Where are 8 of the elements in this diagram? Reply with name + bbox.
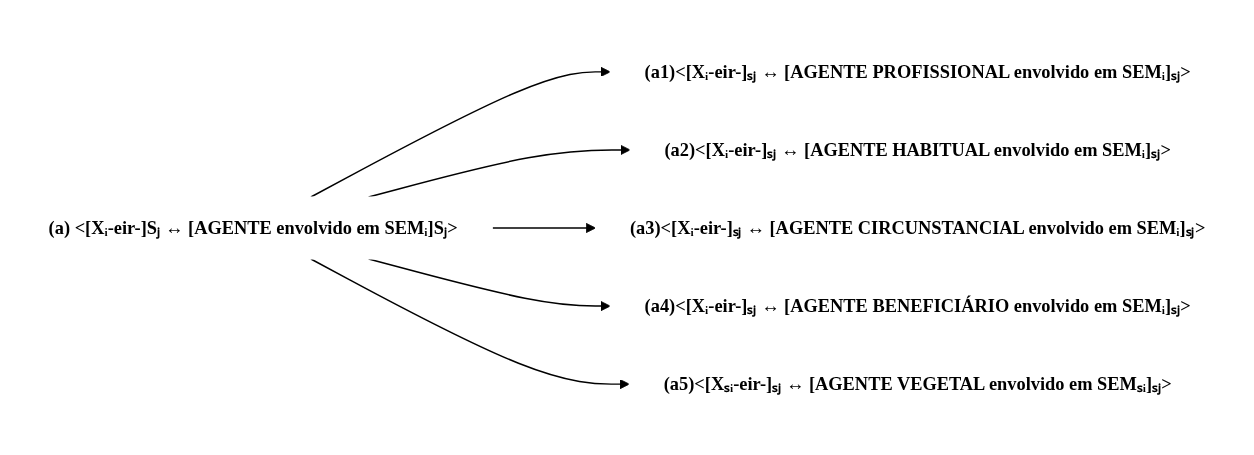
arrow xyxy=(310,66,611,198)
node-text: (a5)<[Xₛᵢ-eir-]ₛⱼ ↔ [AGENTE VEGETAL envolvido em SEMₛᵢ]ₛⱼ> xyxy=(663,373,1172,393)
node-text: (a2)<[Xᵢ-eir-]ₛⱼ ↔ [AGENTE HABITUAL envolvido em SEMᵢ]ₛⱼ> xyxy=(664,139,1171,159)
arrow xyxy=(310,257,630,389)
node-text: (a4)<[Xᵢ-eir-]ₛⱼ ↔ [AGENTE BENEFICIÁRIO envolvido em SEMᵢ]ₛⱼ> xyxy=(644,295,1191,315)
node-text: (a) <[Xᵢ-eir-]Sⱼ ↔ [AGENTE envolvido em SEMᵢ]Sⱼ> xyxy=(48,217,458,237)
node-text: (a3)<[Xᵢ-eir-]ₛⱼ ↔ [AGENTE CIRCUNSTANCIAL envolvido em SEMᵢ]ₛⱼ> xyxy=(629,217,1206,237)
node-text: (a1)<[Xᵢ-eir-]ₛⱼ ↔ [AGENTE PROFISSIONAL envolvido em SEMᵢ]ₛⱼ> xyxy=(644,61,1191,81)
